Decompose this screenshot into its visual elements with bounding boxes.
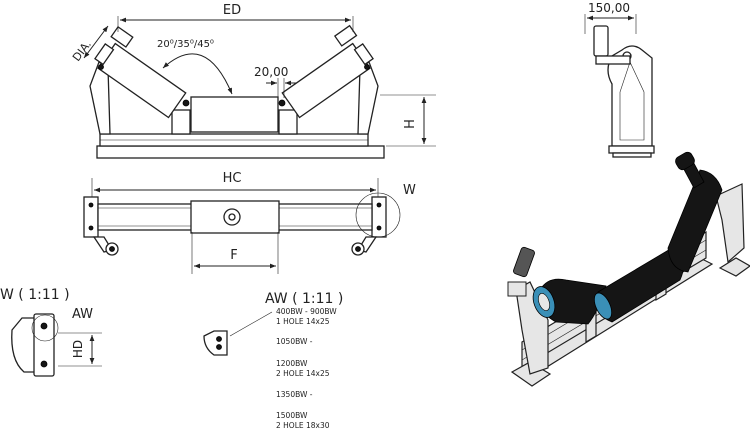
aw-note-3: 1050BW -	[276, 337, 313, 346]
aw-note-2: 1 HOLE 14x25	[276, 317, 330, 326]
detail-w-title: W ( 1:11 )	[0, 287, 70, 303]
angle-label: 20⁰/35⁰/45⁰	[157, 39, 214, 50]
aw-note-8: 2 HOLE 18x30	[276, 421, 330, 430]
aw-note-1: 400BW - 900BW	[276, 307, 337, 316]
iso-right-upright	[715, 183, 745, 264]
aw-note-7: 1500BW	[276, 411, 308, 420]
hd-label: HD	[71, 340, 85, 358]
top-view: HC W F	[83, 171, 416, 274]
side-bracket	[607, 45, 653, 147]
h-label: H	[403, 119, 418, 129]
iso-right-roller	[667, 169, 723, 273]
isometric-view	[507, 151, 750, 387]
f-label: F	[230, 248, 237, 263]
detail-w-plate	[33, 313, 55, 377]
roller-end	[593, 25, 609, 57]
aw-note-4: 1200BW	[276, 359, 308, 368]
w-callout-label: W	[403, 183, 416, 198]
dia-label: DIA.	[70, 38, 94, 64]
detail-w: W ( 1:11 ) AW HD	[0, 287, 102, 377]
aw-note-5: 2 HOLE 14x25	[276, 369, 330, 378]
detail-aw-title: AW ( 1:11 )	[265, 291, 343, 307]
detail-aw: AW ( 1:11 ) 400BW - 900BW 1 HOLE 14x25 1…	[203, 291, 343, 430]
base-plate	[96, 145, 385, 159]
side-view: 150,00	[584, 1, 655, 158]
aw-label: AW	[72, 307, 93, 322]
gap-label: 20,00	[254, 65, 288, 79]
hc-label: HC	[223, 171, 242, 186]
front-view: ED DIA. 20⁰/35⁰/45⁰ 20,00 H	[70, 3, 436, 159]
center-roller	[190, 96, 279, 133]
aw-note-6: 1350BW -	[276, 390, 313, 399]
ed-label: ED	[223, 3, 241, 18]
detail-aw-plate	[203, 330, 228, 356]
right-wing-roller	[281, 42, 374, 119]
side-width-label: 150,00	[588, 1, 630, 15]
